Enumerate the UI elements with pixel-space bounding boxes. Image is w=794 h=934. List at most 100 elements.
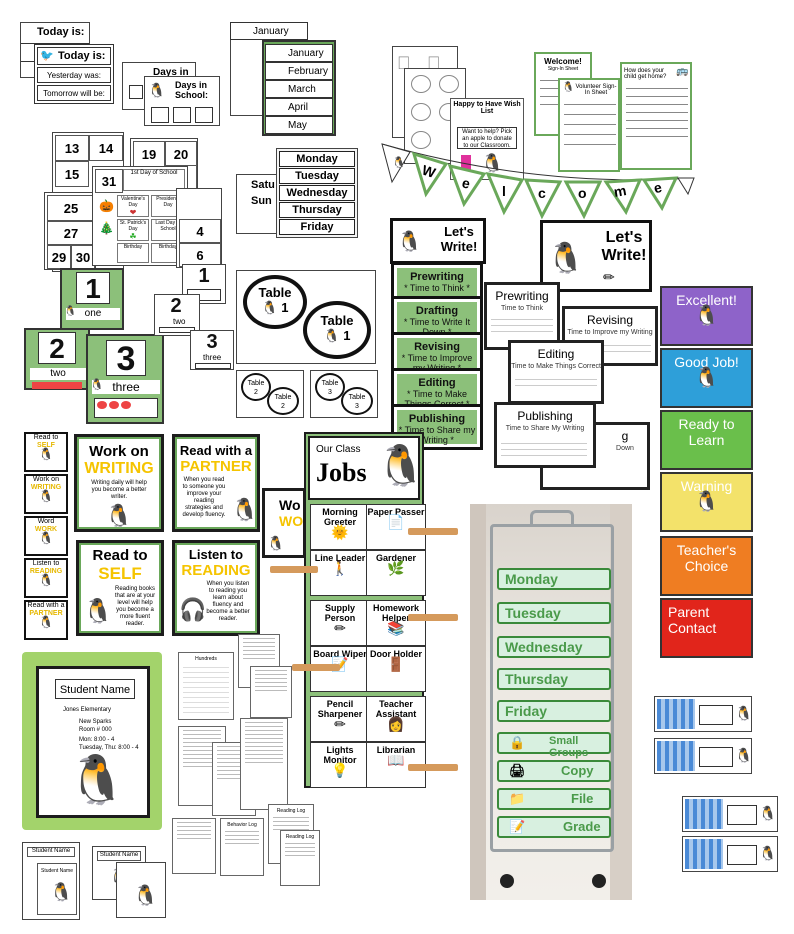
job-teacher-assistant: Teacher Assistant👩 <box>366 696 426 742</box>
clothespin-2 <box>270 566 318 573</box>
penguin-icon: 🐧 <box>759 845 777 861</box>
wish-list-sheet: Happy to Have Wish List Want to help? Pi… <box>450 98 524 180</box>
month-march: March <box>265 80 333 98</box>
poster-listen-to-reading: Listen to READING When you listen to rea… <box>172 540 260 636</box>
drawer-monday: Monday <box>497 568 611 590</box>
event-valentines: Valentine's Day❤ <box>117 195 149 217</box>
calendar-icon: 🐦 <box>40 50 54 62</box>
banner-letter-e: e <box>461 174 472 191</box>
penguin-icon: 🐧 <box>735 747 753 763</box>
pennant-w <box>411 151 449 198</box>
banner-letter-l: l <box>502 183 506 199</box>
drawer-tuesday: Tuesday <box>497 602 611 624</box>
table-1-circle-b: Table 🐧 1 <box>303 301 371 359</box>
svg-text:🐧: 🐧 <box>392 156 406 169</box>
penguin-icon: 🐧 <box>67 754 127 807</box>
days-of-week-stack: Monday Tuesday Wednesday Thursday Friday <box>276 148 358 238</box>
desk-plate-2: 🐧 <box>654 738 752 774</box>
pennant-o <box>563 180 603 220</box>
reading-log-sheet-2: Reading Log <box>280 830 320 886</box>
pencil-icon: ✏ <box>603 269 615 285</box>
event-cards: 31 1st Day of School Valentine's Day❤ Pr… <box>92 166 188 266</box>
pennant-e2 <box>641 176 679 212</box>
penguin-icon: 🐧 <box>397 231 422 253</box>
penguin-icon: 🐧 <box>148 82 166 98</box>
job-door-holder: Door Holder🚪 <box>366 646 426 692</box>
penguin-icon: 🐧 <box>90 379 104 391</box>
event-st-patricks: St. Patrick's Day☘ <box>117 219 149 241</box>
name-tag-1: Student Name Student Name 🐧 <box>22 842 80 920</box>
penguin-icon: 🐧 <box>267 535 285 551</box>
job-line-leader: Line Leader🚶 <box>310 550 370 596</box>
job-paper-passer: Paper Passer📄 <box>366 504 426 550</box>
penguin-icon: 🐧 <box>50 882 73 902</box>
writing-page-prewriting: Prewriting Time to Think <box>484 282 560 350</box>
writing-page-editing: Editing Time to Make Things Correct <box>508 340 604 404</box>
penguin-icon: 🐧 <box>323 328 340 343</box>
day-wednesday: Wednesday <box>279 185 355 201</box>
counting-card-1: 1 one 🐧 <box>60 268 124 330</box>
banner-letter-m: m <box>613 182 628 200</box>
drawer-thursday: Thursday <box>497 668 611 690</box>
day-thursday: Thursday <box>279 202 355 218</box>
banner-letter-o: o <box>578 185 587 201</box>
penguin-icon: 🐧 <box>231 497 259 522</box>
binder-label: Student Name <box>55 679 135 699</box>
today-card: 🐦 Today is: Yesterday was: Tomorrow will… <box>34 44 114 104</box>
months-stack: January February March April May <box>262 40 336 136</box>
jobs-header: Our Class Jobs 🐧 <box>308 436 426 500</box>
job-pencil-sharpener: Pencil Sharpener✏ <box>310 696 370 742</box>
saturday-back: Satu <box>251 179 275 191</box>
drawer-friday: Friday <box>497 700 611 722</box>
today-title: Today is: <box>58 50 106 62</box>
desk-plate-3: 🐧 <box>682 796 778 832</box>
pennant-c <box>523 178 563 220</box>
today-title-box: 🐦 Today is: <box>37 47 111 65</box>
clothespin-3 <box>408 614 458 621</box>
behavior-teachers-choice: Teacher's Choice <box>660 536 753 596</box>
lets-write-poster-title: Let's Write! <box>601 229 647 264</box>
pennant-penguin <box>381 143 411 184</box>
volunteer-sheet-2: 🐧 Volunteer Sign-In Sheet <box>558 78 620 172</box>
day-friday: Friday <box>279 219 355 235</box>
penguin-icon: 🐧 <box>481 153 504 173</box>
drawer-file: 📁 File <box>497 788 611 810</box>
job-lights-monitor: Lights Monitor💡 <box>310 742 370 788</box>
poster-read-to-self: Read to SELF Reading books that are at y… <box>76 540 164 636</box>
table-sign-large: Table 🐧 1 Table 🐧 1 <box>236 270 376 364</box>
day-monday: Monday <box>279 151 355 167</box>
job-gardener: Gardener🌿 <box>366 550 426 596</box>
month-may: May <box>265 116 333 134</box>
event-first-day: 1st Day of School <box>123 169 185 191</box>
student-binder: Student Name Jones Elementary New Sparks… <box>22 652 162 830</box>
lets-write-header-title: Let's Write! <box>440 224 478 254</box>
clothespin-1 <box>408 528 458 535</box>
event-birthday: Birthday <box>117 243 149 263</box>
behavior-warning: Warning 🐧 <box>660 472 753 532</box>
banner-letter-w: W <box>420 162 438 182</box>
job-morning-greeter: Morning Greeter🌞 <box>310 504 370 550</box>
penguin-icon: 🐧 <box>83 598 113 625</box>
behavior-excellent: Excellent! 🐧 <box>660 286 753 346</box>
behavior-ready-to-learn: Ready to Learn <box>660 410 753 470</box>
lets-write-header: 🐧 Let's Write! <box>390 218 486 264</box>
small-counting-3: 3 three <box>190 330 234 370</box>
counting-card-3: 3 three 🐧 <box>86 334 164 424</box>
desk-plate-1: 🐧 <box>654 696 752 732</box>
pennant-e <box>447 163 487 208</box>
writing-page-publishing-top: Publishing Time to Share My Writing <box>494 402 596 468</box>
worksheet-3 <box>250 666 292 718</box>
today-back-title: Today is: <box>37 26 85 38</box>
penguin-icon: 🐧 <box>562 82 575 93</box>
pennant-l <box>485 172 525 216</box>
pumpkin-icon: 🎃 <box>99 199 114 213</box>
poster-read-with-partner: Read with a PARTNER When you read to som… <box>172 434 260 532</box>
poster-partial-word-work: Wo WO 🐧 <box>262 488 306 558</box>
days-in-school-title: Days in School: <box>175 80 208 100</box>
day-tuesday: Tuesday <box>279 168 355 184</box>
tree-icon: 🎄 <box>99 221 114 235</box>
